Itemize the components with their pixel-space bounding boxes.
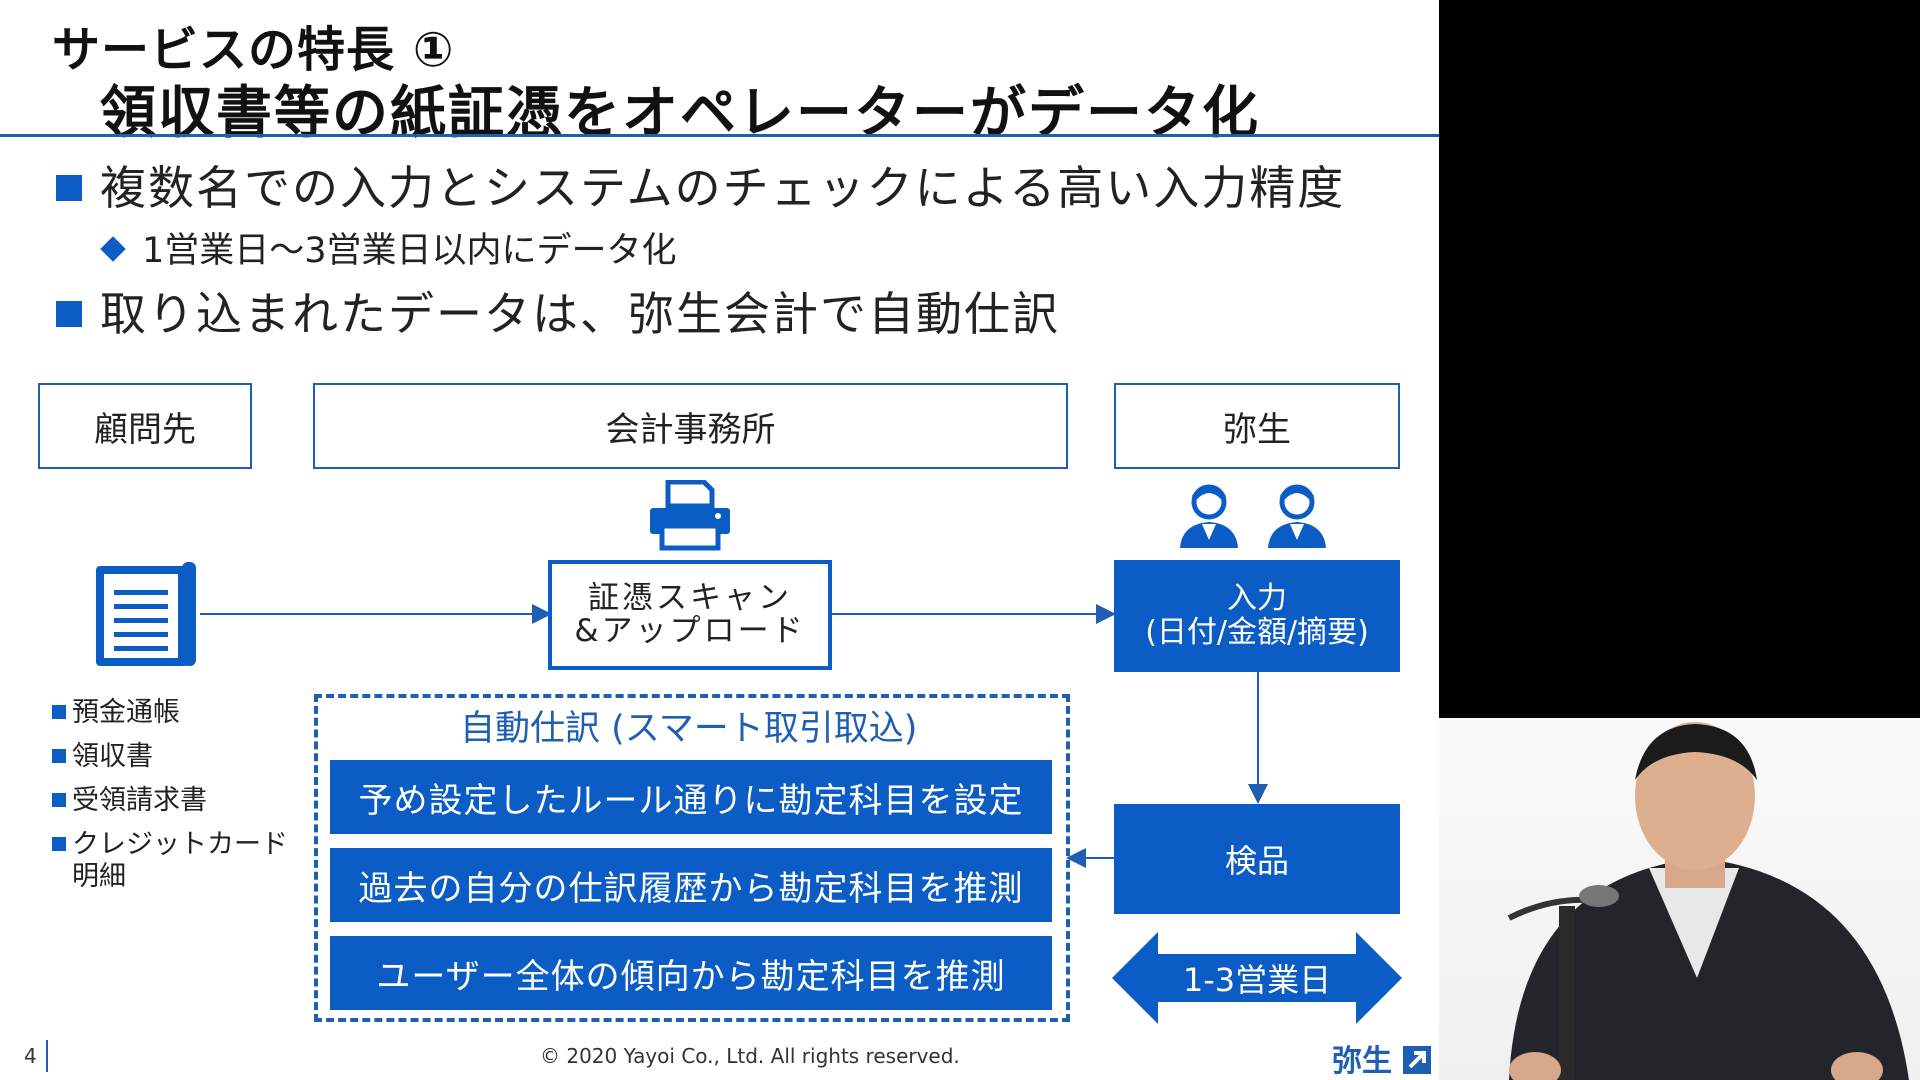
auto-journal-area	[314, 694, 1070, 1022]
document-icon	[96, 562, 196, 666]
bullet-square-icon	[52, 837, 66, 851]
logo-text: 弥生	[1332, 1044, 1392, 1079]
doc-item-passbook: 預金通帳	[52, 690, 180, 729]
days-double-arrow-icon	[1112, 932, 1402, 1024]
page-number-divider	[46, 1040, 48, 1072]
input-box: 入力 (日付/金額/摘要)	[1114, 560, 1400, 672]
bullet-square-icon	[56, 174, 82, 201]
sub-bullet: 1営業日～3営業日以内にデータ化	[100, 222, 677, 273]
slide-title-line1: サービスの特長 ①	[52, 22, 455, 78]
rule-box-history: 過去の自分の仕訳履歴から勘定科目を推測	[330, 848, 1052, 922]
sub-bullet-text: 1営業日～3営業日以内にデータ化	[142, 231, 677, 271]
scan-box-line2: &アップロード	[574, 613, 806, 649]
page-number: 4	[24, 1044, 37, 1068]
auto-journal-title: 自動仕訳 (スマート取引取込)	[460, 709, 918, 749]
input-box-line2: (日付/金額/摘要)	[1145, 615, 1369, 650]
bullet-square-icon	[52, 705, 66, 719]
scan-box-line1: 証憑スキャン	[588, 580, 792, 617]
bullet-2-text: 取り込まれたデータは、弥生会計で自動仕訳	[100, 287, 1060, 341]
bullet-1-text: 複数名での入力とシステムのチェックによる高い入力精度	[100, 161, 1346, 215]
input-box-line1: 入力	[1227, 580, 1287, 616]
client-header: 顧問先	[38, 383, 252, 469]
bullet-1: 複数名での入力とシステムのチェックによる高い入力精度	[56, 152, 1345, 218]
yayoi-header: 弥生	[1114, 383, 1400, 469]
doc-item-credit-card: クレジットカード	[52, 822, 288, 861]
bullet-2: 取り込まれたデータは、弥生会計で自動仕訳	[56, 278, 1060, 344]
rule-box-user-trend: ユーザー全体の傾向から勘定科目を推測	[330, 936, 1052, 1010]
yayoi-logo: 弥生	[1332, 1036, 1432, 1080]
title-divider	[0, 134, 1439, 137]
days-label: 1-3営業日	[1182, 961, 1332, 999]
operator-icon	[1180, 484, 1238, 548]
office-header: 会計事務所	[313, 383, 1068, 469]
operator-icon	[1268, 484, 1326, 548]
presenter-video	[1439, 718, 1920, 1080]
printer-icon	[650, 480, 730, 551]
bullet-square-icon	[52, 793, 66, 807]
inspection-box: 検品	[1114, 804, 1400, 914]
bullet-square-icon	[56, 300, 82, 327]
bullet-square-icon	[52, 749, 66, 763]
presentation-slide: サービスの特長 ① 領収書等の紙証憑をオペレーターがデータ化 複数名での入力とシ…	[0, 0, 1439, 1080]
doc-item-invoice: 受領請求書	[52, 778, 207, 817]
doc-item-statement: 明細	[72, 861, 126, 892]
copyright: © 2020 Yayoi Co., Ltd. All rights reserv…	[540, 1044, 960, 1068]
rule-box-preset: 予め設定したルール通りに勘定科目を設定	[330, 760, 1052, 834]
diagram-connectors	[200, 604, 1268, 868]
scan-upload-box: 証憑スキャン &アップロード	[548, 560, 832, 670]
logo-arrow-icon	[1403, 1045, 1432, 1074]
presenter-figure	[1507, 722, 1909, 1080]
doc-item-receipt: 領収書	[52, 734, 153, 773]
